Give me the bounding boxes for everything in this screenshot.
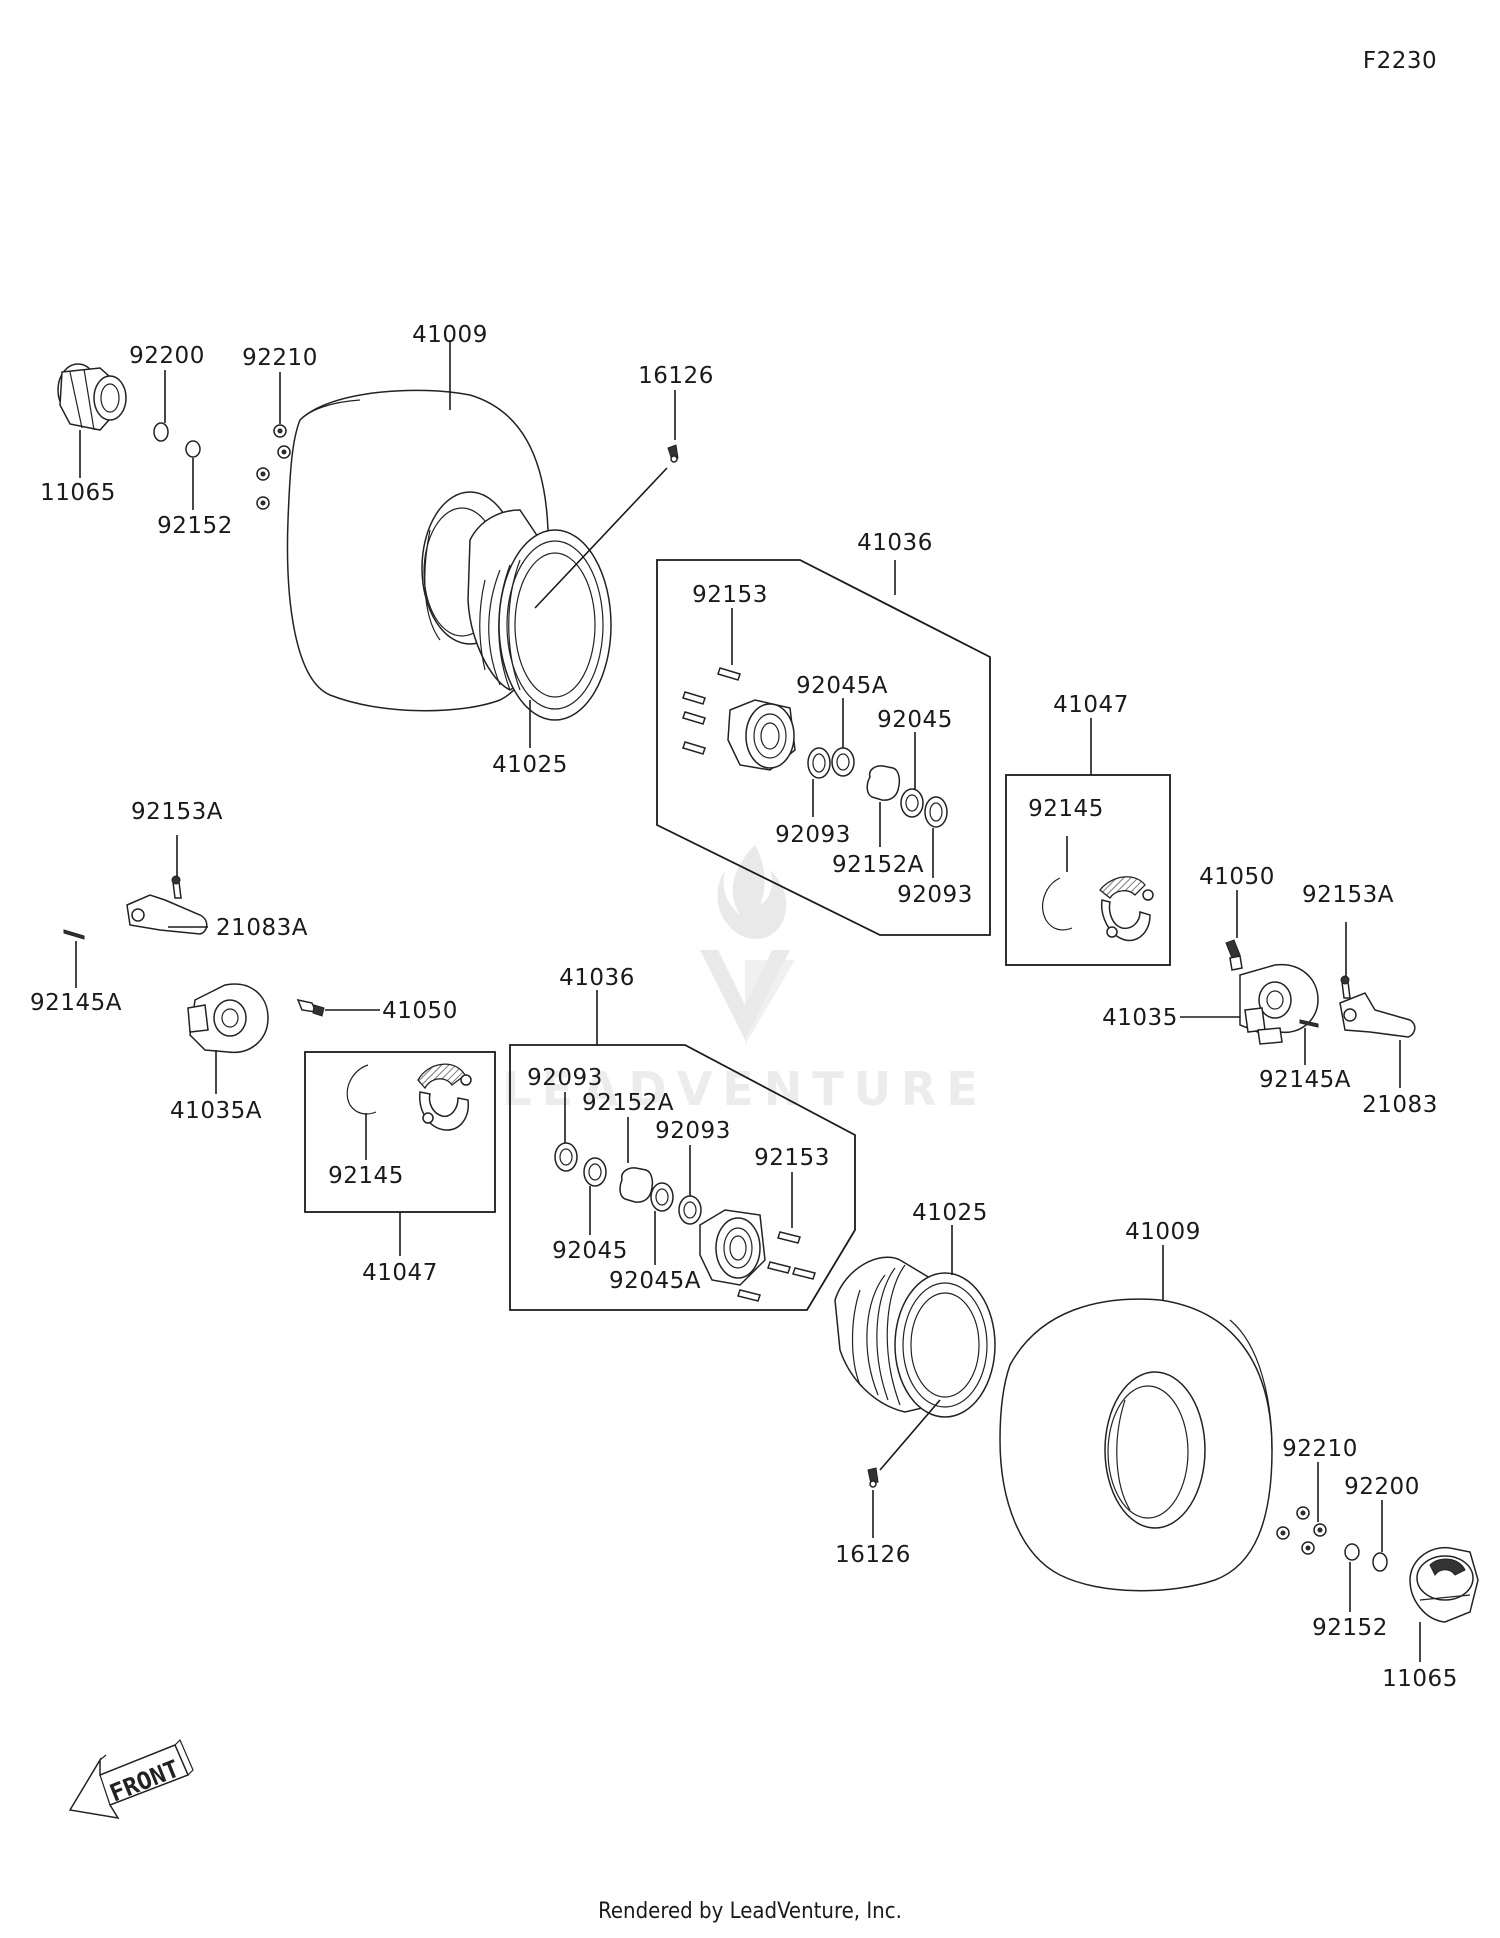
label-41036: 41036: [857, 530, 933, 556]
hub-cap-part: [57, 363, 127, 431]
diagram-id: F2230: [1363, 48, 1437, 74]
bearing-part: [900, 788, 924, 818]
label-92210: 92210: [1282, 1436, 1358, 1462]
brake-arm-part: [1339, 992, 1416, 1038]
wheel-hub-part: [699, 1209, 766, 1286]
label-92153A: 92153A: [1302, 882, 1394, 908]
label-16126: 16126: [638, 363, 714, 389]
brake-shoe-part: [417, 1063, 472, 1131]
brake-cam-part: [296, 998, 325, 1017]
label-41025: 41025: [912, 1200, 988, 1226]
label-92153A: 92153A: [131, 799, 223, 825]
label-92145A: 92145A: [1259, 1067, 1351, 1093]
brake-arm-part: [126, 894, 208, 935]
label-92152A: 92152A: [582, 1090, 674, 1116]
label-21083A: 21083A: [216, 915, 308, 941]
label-92093: 92093: [655, 1118, 731, 1144]
label-92152A: 92152A: [832, 852, 924, 878]
label-92145A: 92145A: [30, 990, 122, 1016]
rim-part: [467, 509, 612, 721]
spacer-part: [866, 765, 901, 801]
nut-part: [185, 440, 201, 458]
label-92210: 92210: [242, 345, 318, 371]
label-92153: 92153: [754, 1145, 830, 1171]
label-92045: 92045: [877, 707, 953, 733]
label-41025: 41025: [492, 752, 568, 778]
lug-nuts-part: [1276, 1506, 1327, 1555]
label-21083: 21083: [1362, 1092, 1438, 1118]
hub-cap-part: [1409, 1546, 1479, 1623]
bearing-part: [650, 1182, 674, 1212]
watermark-text: LEADVENTURE: [502, 1062, 988, 1116]
label-92200: 92200: [1344, 1474, 1420, 1500]
oil-seal-part: [554, 1142, 578, 1172]
brake-cam-part: [1225, 939, 1243, 971]
washer-part: [153, 422, 169, 442]
label-41035A: 41035A: [170, 1098, 262, 1124]
front-direction-arrow: [68, 1738, 194, 1820]
hub-group-box-upper: [656, 559, 991, 936]
brake-spring-part: [1042, 877, 1073, 931]
footer-credit: Rendered by LeadVenture, Inc.: [598, 1899, 902, 1924]
hub-studs-part: [682, 667, 741, 755]
label-16126: 16126: [835, 1542, 911, 1568]
nut-part: [1344, 1543, 1360, 1561]
label-92152: 92152: [1312, 1615, 1388, 1641]
bolt-part: [171, 875, 182, 899]
bearing-part: [831, 747, 855, 777]
label-92145: 92145: [328, 1163, 404, 1189]
hub-group-box-lower: [509, 1044, 856, 1311]
label-92200: 92200: [129, 343, 205, 369]
label-92152: 92152: [157, 513, 233, 539]
rim-part: [834, 1256, 996, 1418]
oil-seal-part: [807, 747, 831, 779]
label-92045: 92045: [552, 1238, 628, 1264]
label-92045A: 92045A: [796, 673, 888, 699]
brake-shoe-part: [1099, 876, 1154, 942]
label-92045A: 92045A: [609, 1268, 701, 1294]
pin-part: [1299, 1019, 1319, 1028]
tire-part: [999, 1298, 1273, 1592]
label-92093: 92093: [897, 882, 973, 908]
brake-panel-part: [187, 983, 269, 1054]
label-41047: 41047: [1053, 692, 1129, 718]
valve-part: [667, 444, 679, 463]
spacer-part: [619, 1167, 654, 1203]
wheel-hub-part: [727, 699, 796, 771]
label-41009: 41009: [1125, 1219, 1201, 1245]
label-92093: 92093: [527, 1065, 603, 1091]
valve-part: [867, 1467, 879, 1488]
label-41035: 41035: [1102, 1005, 1178, 1031]
label-41047: 41047: [362, 1260, 438, 1286]
washer-part: [1372, 1552, 1388, 1572]
label-92153: 92153: [692, 582, 768, 608]
brake-panel-part: [1239, 963, 1319, 1045]
bolt-part: [1340, 975, 1351, 999]
label-92093: 92093: [775, 822, 851, 848]
label-41050: 41050: [382, 998, 458, 1024]
watermark-logo: [700, 845, 795, 1045]
oil-seal-part: [678, 1195, 702, 1225]
label-41009: 41009: [412, 322, 488, 348]
lug-nuts-part: [256, 424, 291, 510]
brake-shoe-box-right: [1005, 774, 1171, 966]
hub-studs-part: [737, 1231, 816, 1302]
label-41036: 41036: [559, 965, 635, 991]
label-41050: 41050: [1199, 864, 1275, 890]
label-11065: 11065: [1382, 1666, 1458, 1692]
label-11065: 11065: [40, 480, 116, 506]
pin-part: [63, 929, 85, 940]
bearing-part: [583, 1157, 607, 1187]
oil-seal-part: [924, 796, 948, 828]
brake-spring-part: [346, 1064, 377, 1115]
label-92145: 92145: [1028, 796, 1104, 822]
